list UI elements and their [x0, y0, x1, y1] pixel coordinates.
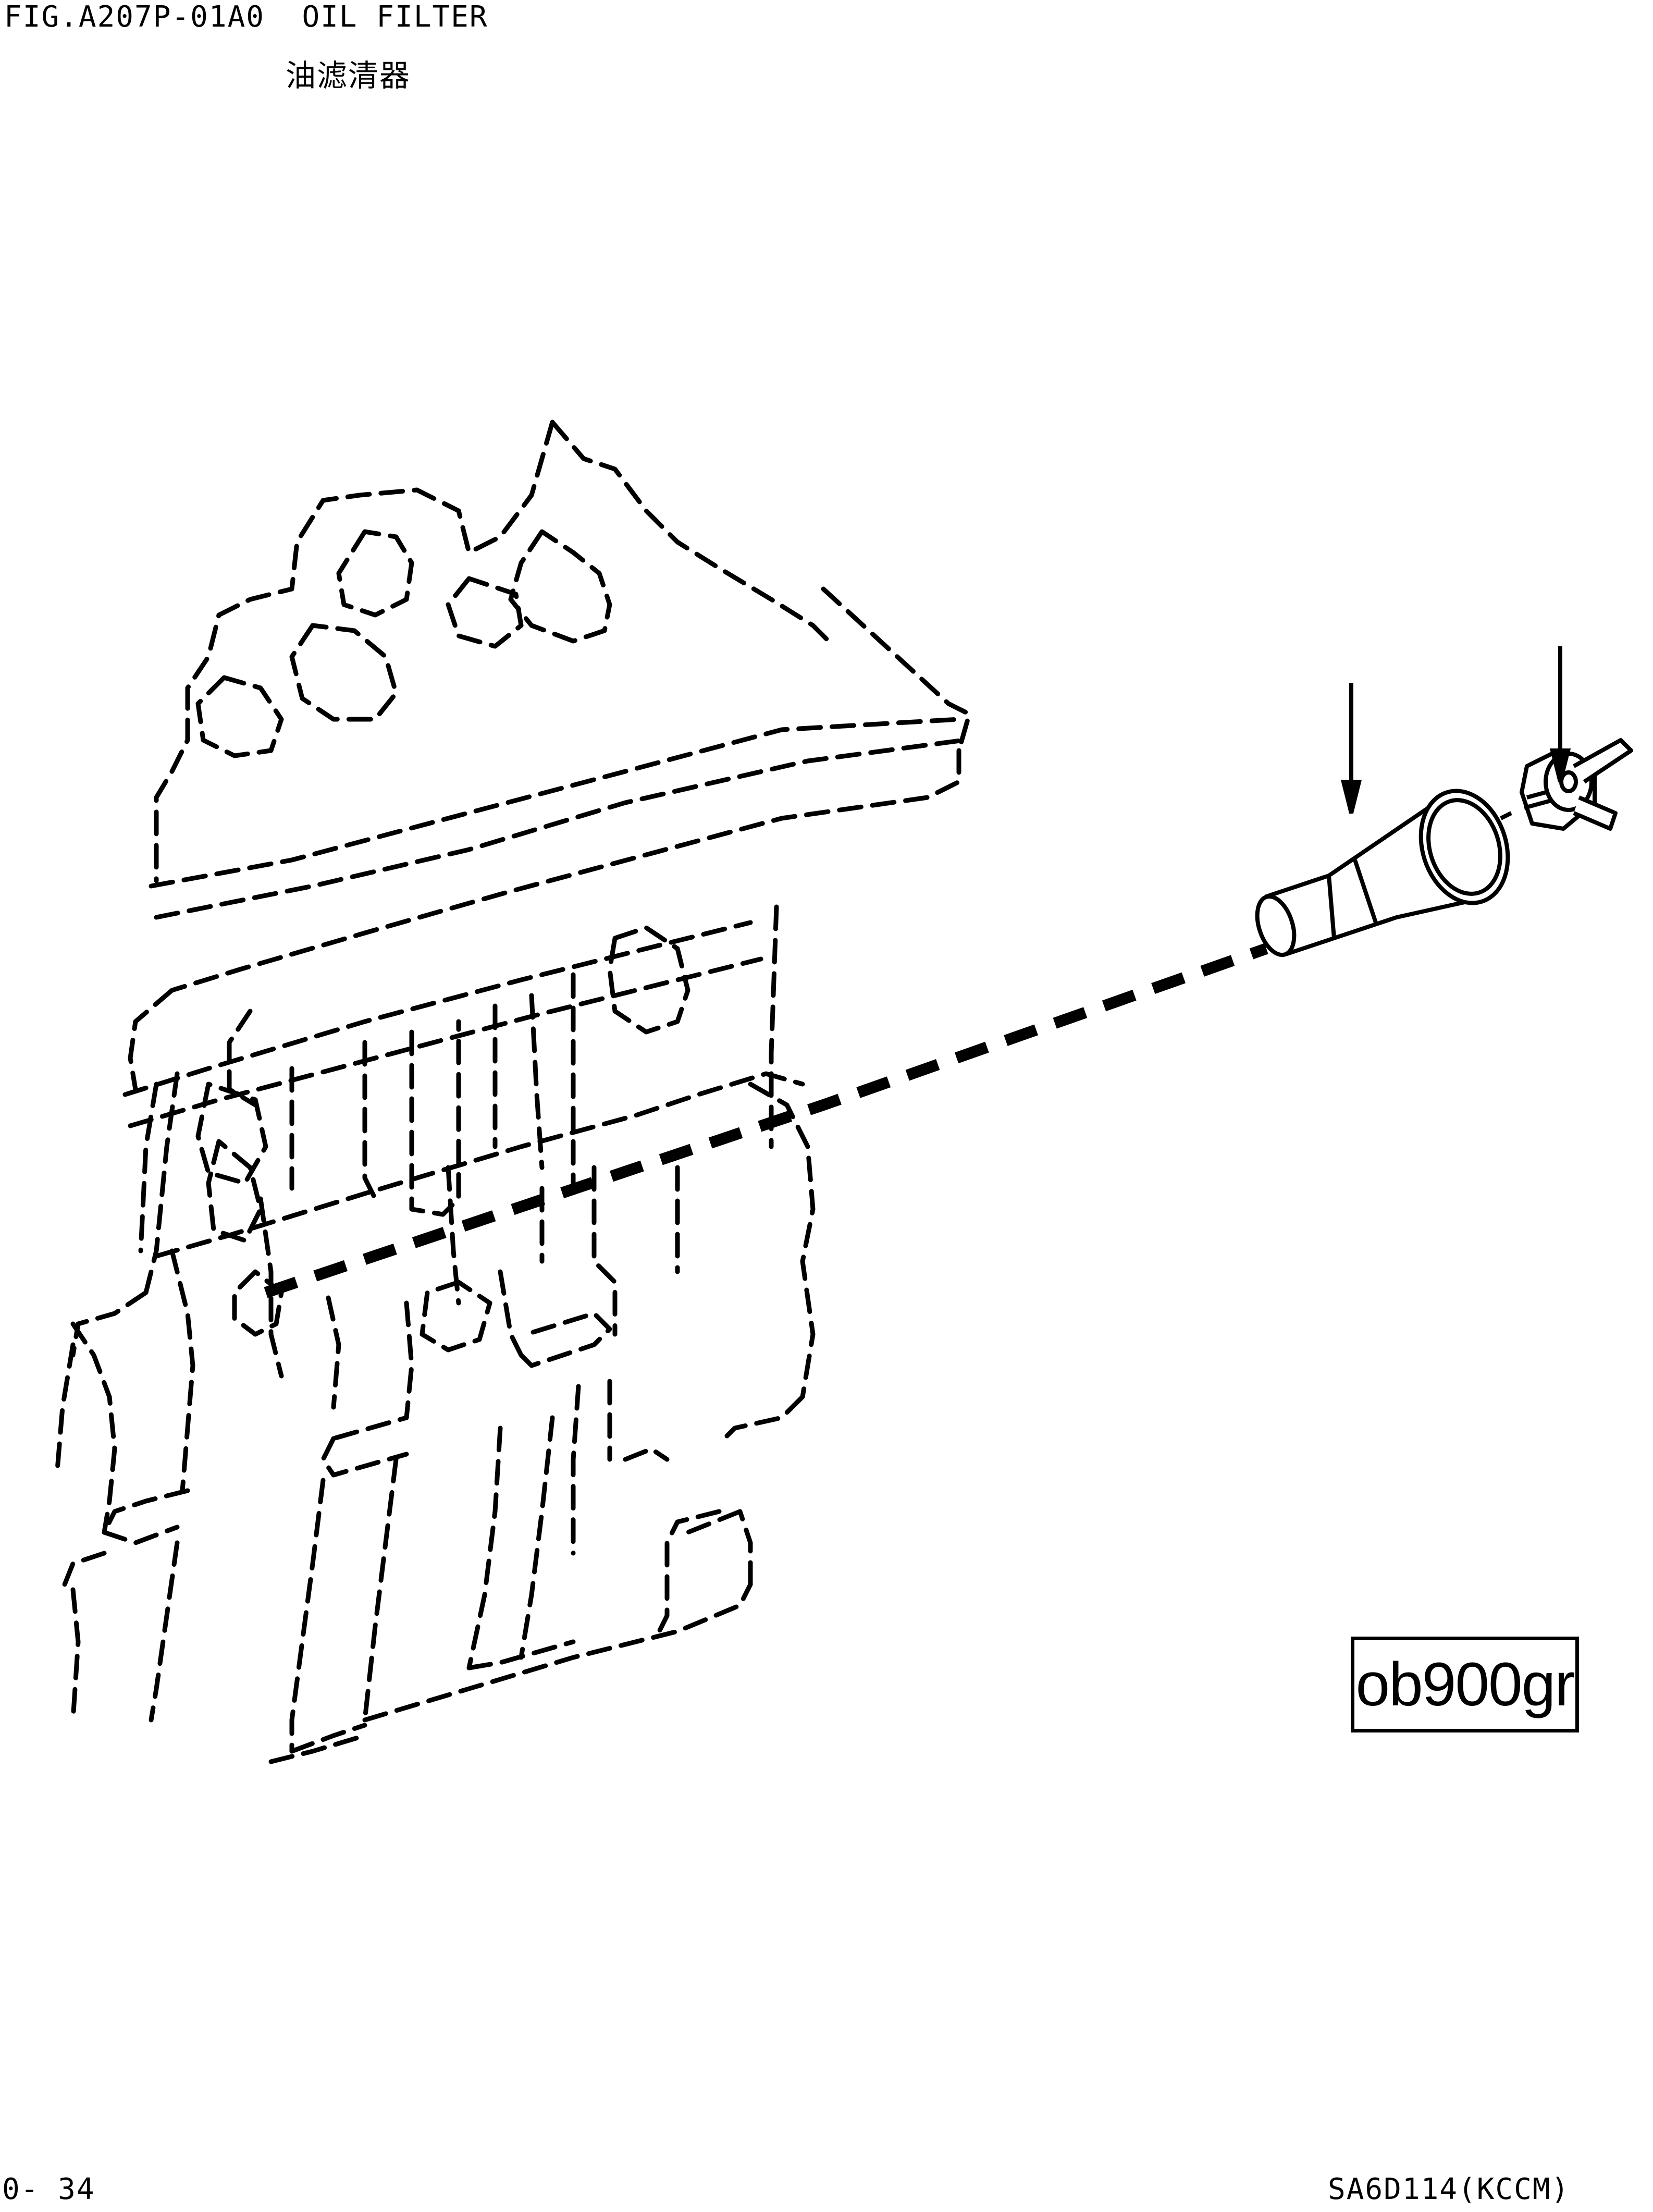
figure-subtitle: 油滤清器 [286, 58, 411, 93]
assembly-line [264, 943, 1268, 1298]
callout-arrows [1340, 646, 1571, 814]
figure-title: FIG.A207P-01A0 OIL FILTER [4, 0, 488, 34]
reference-code: ob900gr [1355, 1650, 1575, 1719]
engine-block-outline [55, 420, 972, 1764]
oil-filter-cartridge-icon [1255, 789, 1510, 957]
page-number: 0- 34 [2, 2172, 95, 2206]
arrow-head-cap-icon [1549, 748, 1571, 782]
arrow-head-filter-icon [1340, 780, 1362, 814]
model-code: SA6D114(KCCM) [1328, 2172, 1570, 2206]
reference-code-box: ob900gr [1351, 1637, 1579, 1732]
